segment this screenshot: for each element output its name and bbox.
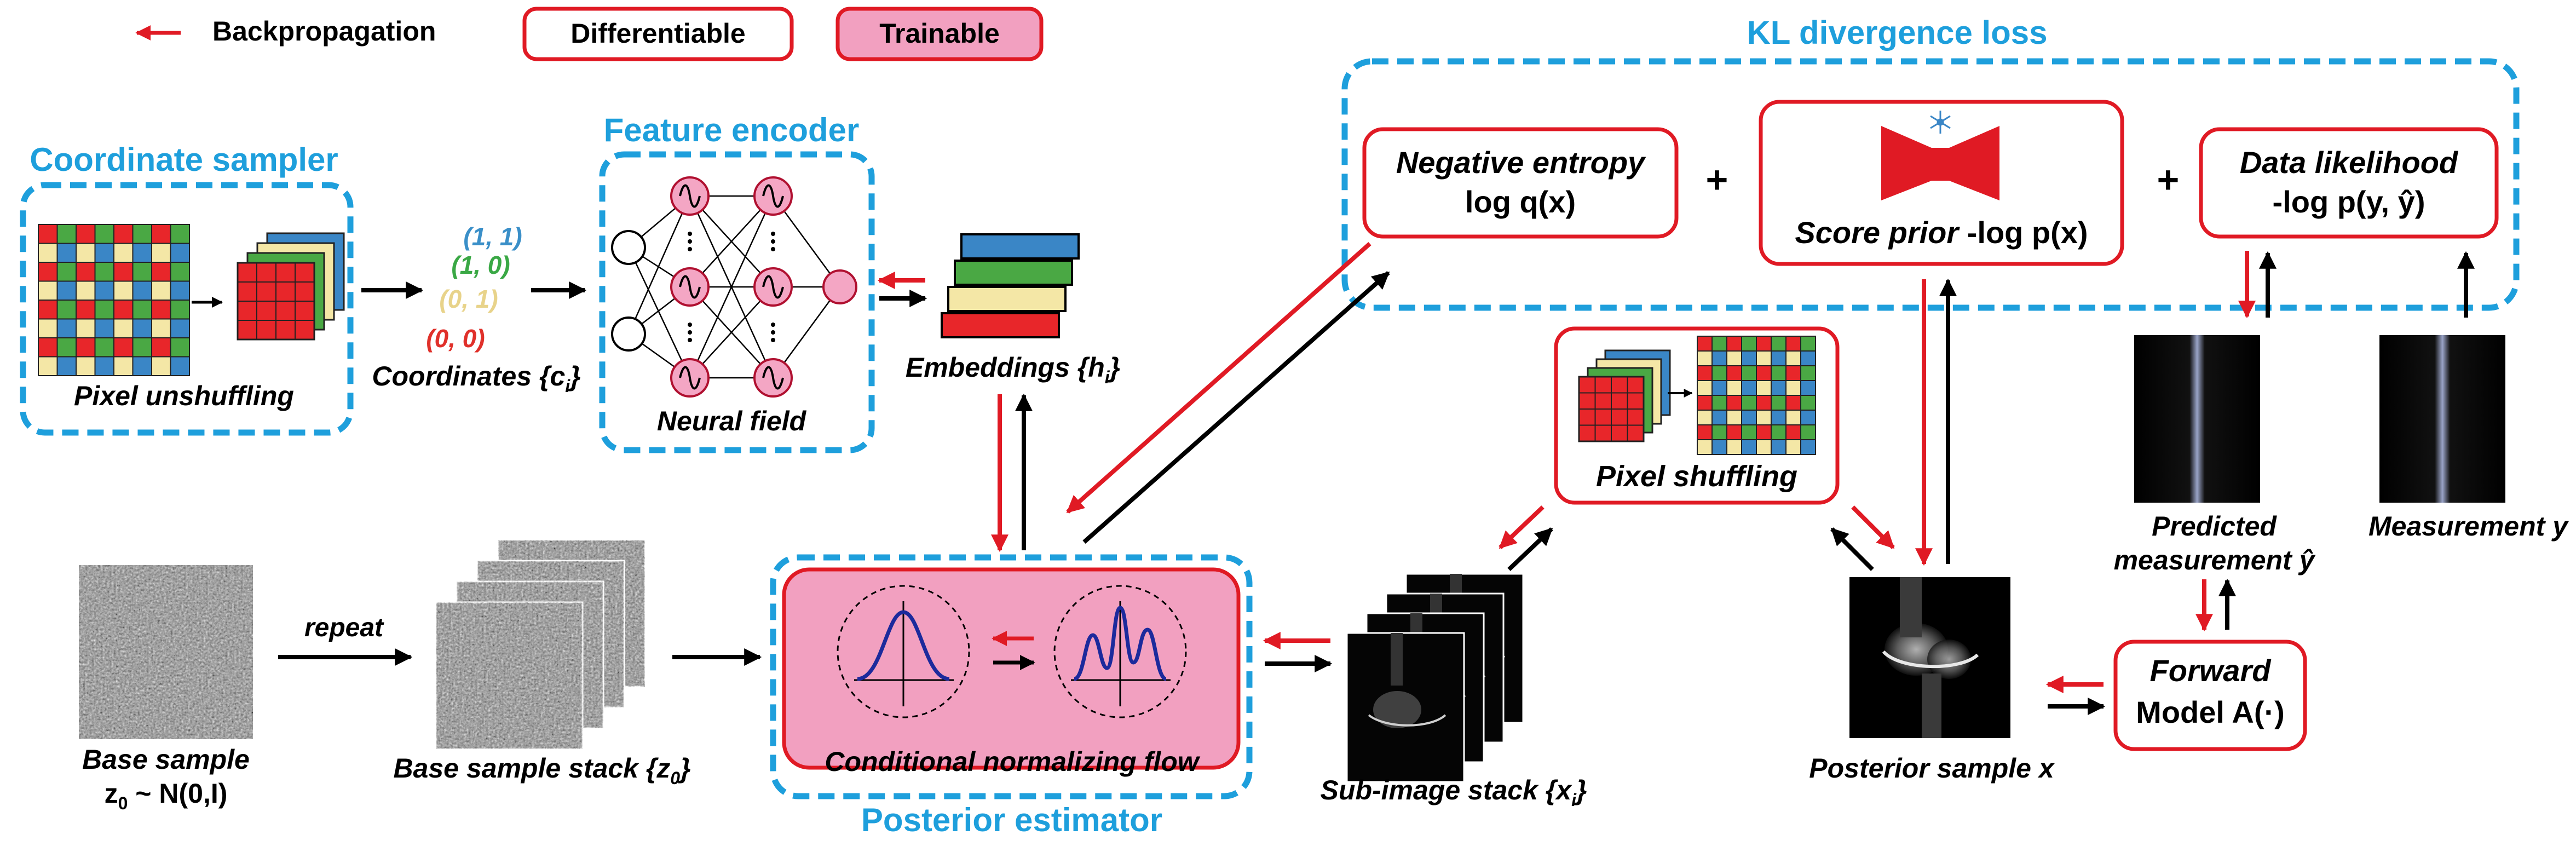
measurement: Measurement y	[2368, 335, 2569, 542]
legend-backprop-label: Backpropagation	[212, 16, 436, 47]
coordinate-value: (1, 0)	[451, 251, 510, 279]
legend-differentiable-label: Differentiable	[570, 18, 746, 49]
posterior-estimator-frame	[770, 554, 1253, 799]
legend-trainable-label: Trainable	[879, 18, 1000, 49]
coordinate-value: (0, 0)	[426, 324, 485, 353]
normalizing-flow-box	[782, 567, 1241, 770]
legend-differentiable-box	[522, 7, 794, 61]
arrow-subimages-to-shuffle	[1507, 527, 1553, 571]
legend: Backpropagation Differentiable Trainable	[135, 7, 1044, 61]
legend-trainable-box	[835, 7, 1044, 61]
feature-encoder: Feature encoder Neural field	[599, 112, 875, 453]
neural-field-connections	[627, 195, 841, 379]
sub-image-stack-label: Sub-image stack {xi}	[1321, 775, 1587, 810]
posterior-sample-label: Posterior sample x	[1809, 753, 2055, 784]
score-prior-box	[1759, 100, 2124, 266]
sub-image-stack	[1346, 573, 1524, 783]
pixel-shuffling-block: Pixel shuffling	[1554, 326, 1840, 505]
neural-field-icon	[611, 176, 857, 398]
embeddings-icon	[941, 233, 1080, 338]
data-likelihood-title: Data likelihood	[2240, 145, 2459, 180]
forward-model-box	[2113, 640, 2307, 751]
coordinate-sampler-frame	[20, 182, 354, 436]
backprop-sample-to-shuffle	[1851, 505, 1895, 549]
negative-entropy-formula: log q(x)	[1465, 185, 1576, 219]
arrow-flow-to-negative-entropy	[1082, 271, 1390, 544]
neural-field-caption: Neural field	[657, 406, 807, 436]
feature-encoder-title: Feature encoder	[604, 112, 860, 148]
repeat-label: repeat	[304, 613, 384, 642]
kl-divergence-loss: KL divergence loss Negative entropy log …	[1341, 14, 2520, 311]
base-sample-label: Base sample	[82, 744, 250, 775]
multimodal-density-icon	[1053, 585, 1187, 718]
feature-encoder-frame	[599, 151, 875, 453]
pixel-grid-icon	[38, 224, 190, 376]
coordinate-value: (1, 1)	[463, 222, 522, 251]
coordinates-group: (1, 1) (1, 0) (0, 1) (0, 0) Coordinates …	[372, 222, 580, 396]
predicted-label-line2: measurement ŷ	[2114, 545, 2316, 575]
predicted-measurement: Predicted measurement ŷ	[2114, 335, 2316, 575]
predicted-kspace-image	[2134, 335, 2260, 503]
base-sample-stack	[435, 539, 646, 750]
coordinates-label: Coordinates {ci}	[372, 361, 580, 396]
kl-frame	[1341, 58, 2520, 311]
channel-stack-icon	[237, 232, 345, 341]
posterior-estimator: Conditional normalizing flow Posterior e…	[770, 554, 1253, 838]
arrow-shuffle-to-sample	[1830, 527, 1874, 571]
plus-sign: +	[2157, 158, 2180, 201]
kl-title: KL divergence loss	[1747, 14, 2047, 51]
base-stack-label: Base sample stack {z0}	[393, 753, 690, 788]
pixel-grid-icon	[1697, 336, 1816, 455]
channel-stack-icon	[1578, 349, 1671, 442]
backprop-shuffle-to-subimages	[1499, 505, 1545, 549]
pixel-unshuffling-caption: Pixel unshuffling	[74, 381, 294, 411]
forward-model-formula: Model A(·)	[2136, 695, 2285, 729]
data-likelihood-box	[2199, 127, 2499, 239]
embeddings-label: Embeddings {hi}	[906, 352, 1120, 387]
measurement-kspace-image	[2379, 335, 2505, 503]
coordinate-value: (0, 1)	[439, 285, 498, 313]
measurement-label: Measurement y	[2368, 511, 2569, 542]
coordinate-sampler: Coordinate sampler Pixel unshuffling	[20, 141, 354, 436]
forward-model-title: Forward	[2150, 653, 2272, 688]
score-network-icon	[1881, 126, 1999, 200]
backprop-negative-entropy-to-flow	[1066, 242, 1371, 514]
plus-sign: +	[1706, 158, 1728, 201]
base-sample: Base sample z0 ~ N(0,I)	[79, 565, 253, 813]
predicted-label-line1: Predicted	[2152, 511, 2277, 542]
pixel-shuffling-caption: Pixel shuffling	[1596, 460, 1797, 493]
gaussian-density-icon	[837, 585, 970, 718]
negative-entropy-box	[1362, 127, 1679, 239]
posterior-estimator-title: Posterior estimator	[861, 802, 1162, 838]
frozen-snowflake-icon	[1930, 111, 1951, 134]
base-sample-distribution: z0 ~ N(0,I)	[105, 778, 228, 813]
coordinate-sampler-title: Coordinate sampler	[30, 141, 338, 178]
score-prior-label: Score prior -log p(x)	[1795, 215, 2088, 250]
normalizing-flow-caption: Conditional normalizing flow	[825, 746, 1200, 777]
data-likelihood-formula: -log p(y, ŷ)	[2273, 185, 2425, 219]
noise-texture	[79, 565, 253, 739]
posterior-sample: Posterior sample x	[1809, 577, 2055, 784]
negative-entropy-title: Negative entropy	[1396, 145, 1646, 180]
